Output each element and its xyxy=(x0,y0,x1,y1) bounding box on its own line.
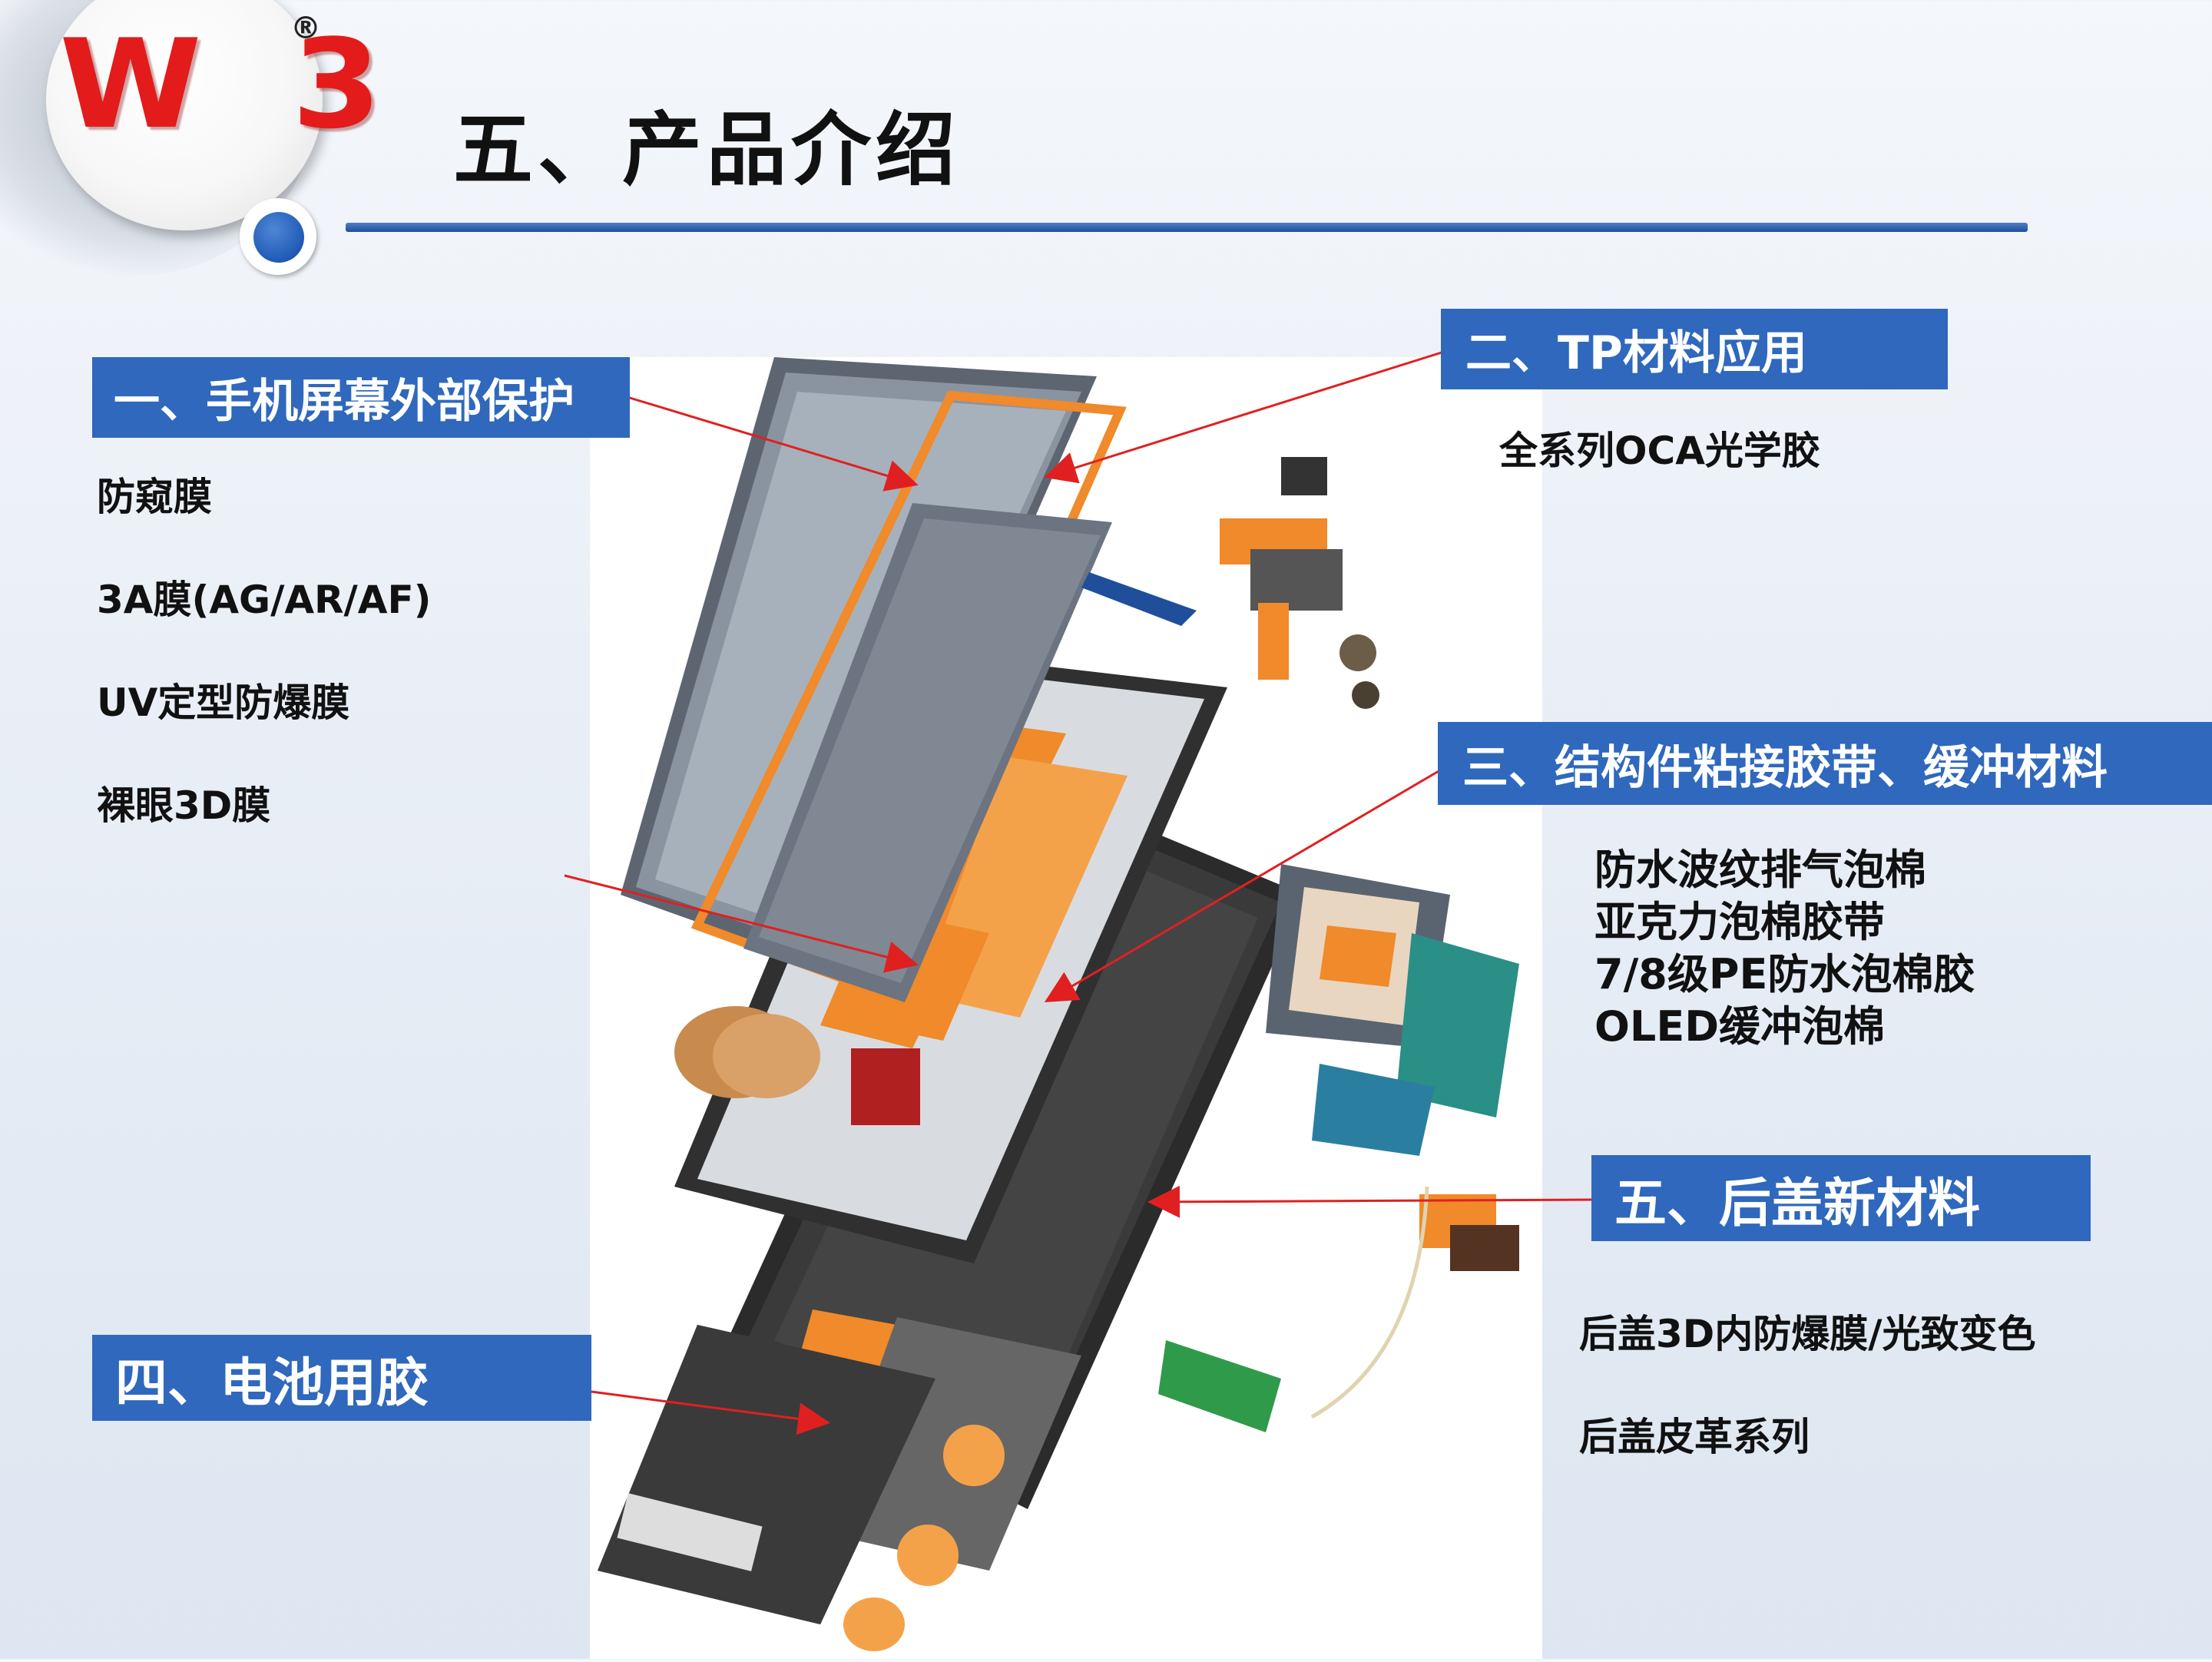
s1-item-3: UV定型防爆膜 xyxy=(97,680,350,725)
phone-exploded-view xyxy=(590,357,1542,1659)
arrow-s2 xyxy=(1044,350,1445,484)
section-3-heading: 三、结构件粘接胶带、缓冲材料 xyxy=(1438,722,2212,805)
s1-item-2: 3A膜(AG/AR/AF) xyxy=(97,578,432,622)
arrow-s1 xyxy=(621,394,919,492)
s5-item-1: 后盖3D内防爆膜/光致变色 xyxy=(1579,1312,2036,1356)
logo-text: W 3 xyxy=(59,12,405,156)
page-title: 五、产品介绍 xyxy=(453,102,961,197)
s2-item-1: 全系列OCA光学胶 xyxy=(1499,429,1820,473)
logo xyxy=(46,0,323,230)
s3-item-2: 亚克力泡棉胶带 xyxy=(1594,898,1885,946)
antenna-board xyxy=(1158,1340,1281,1432)
s3-item-4: OLED缓冲泡棉 xyxy=(1594,1002,1886,1051)
s5-item-2: 后盖皮革系列 xyxy=(1579,1415,1810,1459)
s1-item-1: 防窥膜 xyxy=(97,475,212,519)
s1-item-4: 裸眼3D膜 xyxy=(97,783,271,828)
registered-mark: ® xyxy=(290,11,321,46)
section-1-heading: 一、手机屏幕外部保护 xyxy=(92,357,630,438)
s3-item-1: 防水波纹排气泡棉 xyxy=(1594,846,1926,894)
arrow-s5 xyxy=(1147,1185,1594,1218)
arrow-s4 xyxy=(591,1390,830,1435)
arrow-s3 xyxy=(1044,766,1445,1003)
s3-item-3: 7/8级PE防水泡棉胶 xyxy=(1594,950,1975,998)
phone-exploded-illustration xyxy=(598,357,1519,1651)
red-component xyxy=(851,1048,920,1125)
arrow-s1b xyxy=(564,874,919,973)
section-2-heading: 二、TP材料应用 xyxy=(1441,309,1948,389)
section-4-heading: 四、电池用胶 xyxy=(92,1335,591,1421)
title-divider xyxy=(346,223,2028,232)
section-5-heading: 五、后盖新材料 xyxy=(1591,1155,2091,1241)
logo-dot-inner xyxy=(253,212,304,263)
